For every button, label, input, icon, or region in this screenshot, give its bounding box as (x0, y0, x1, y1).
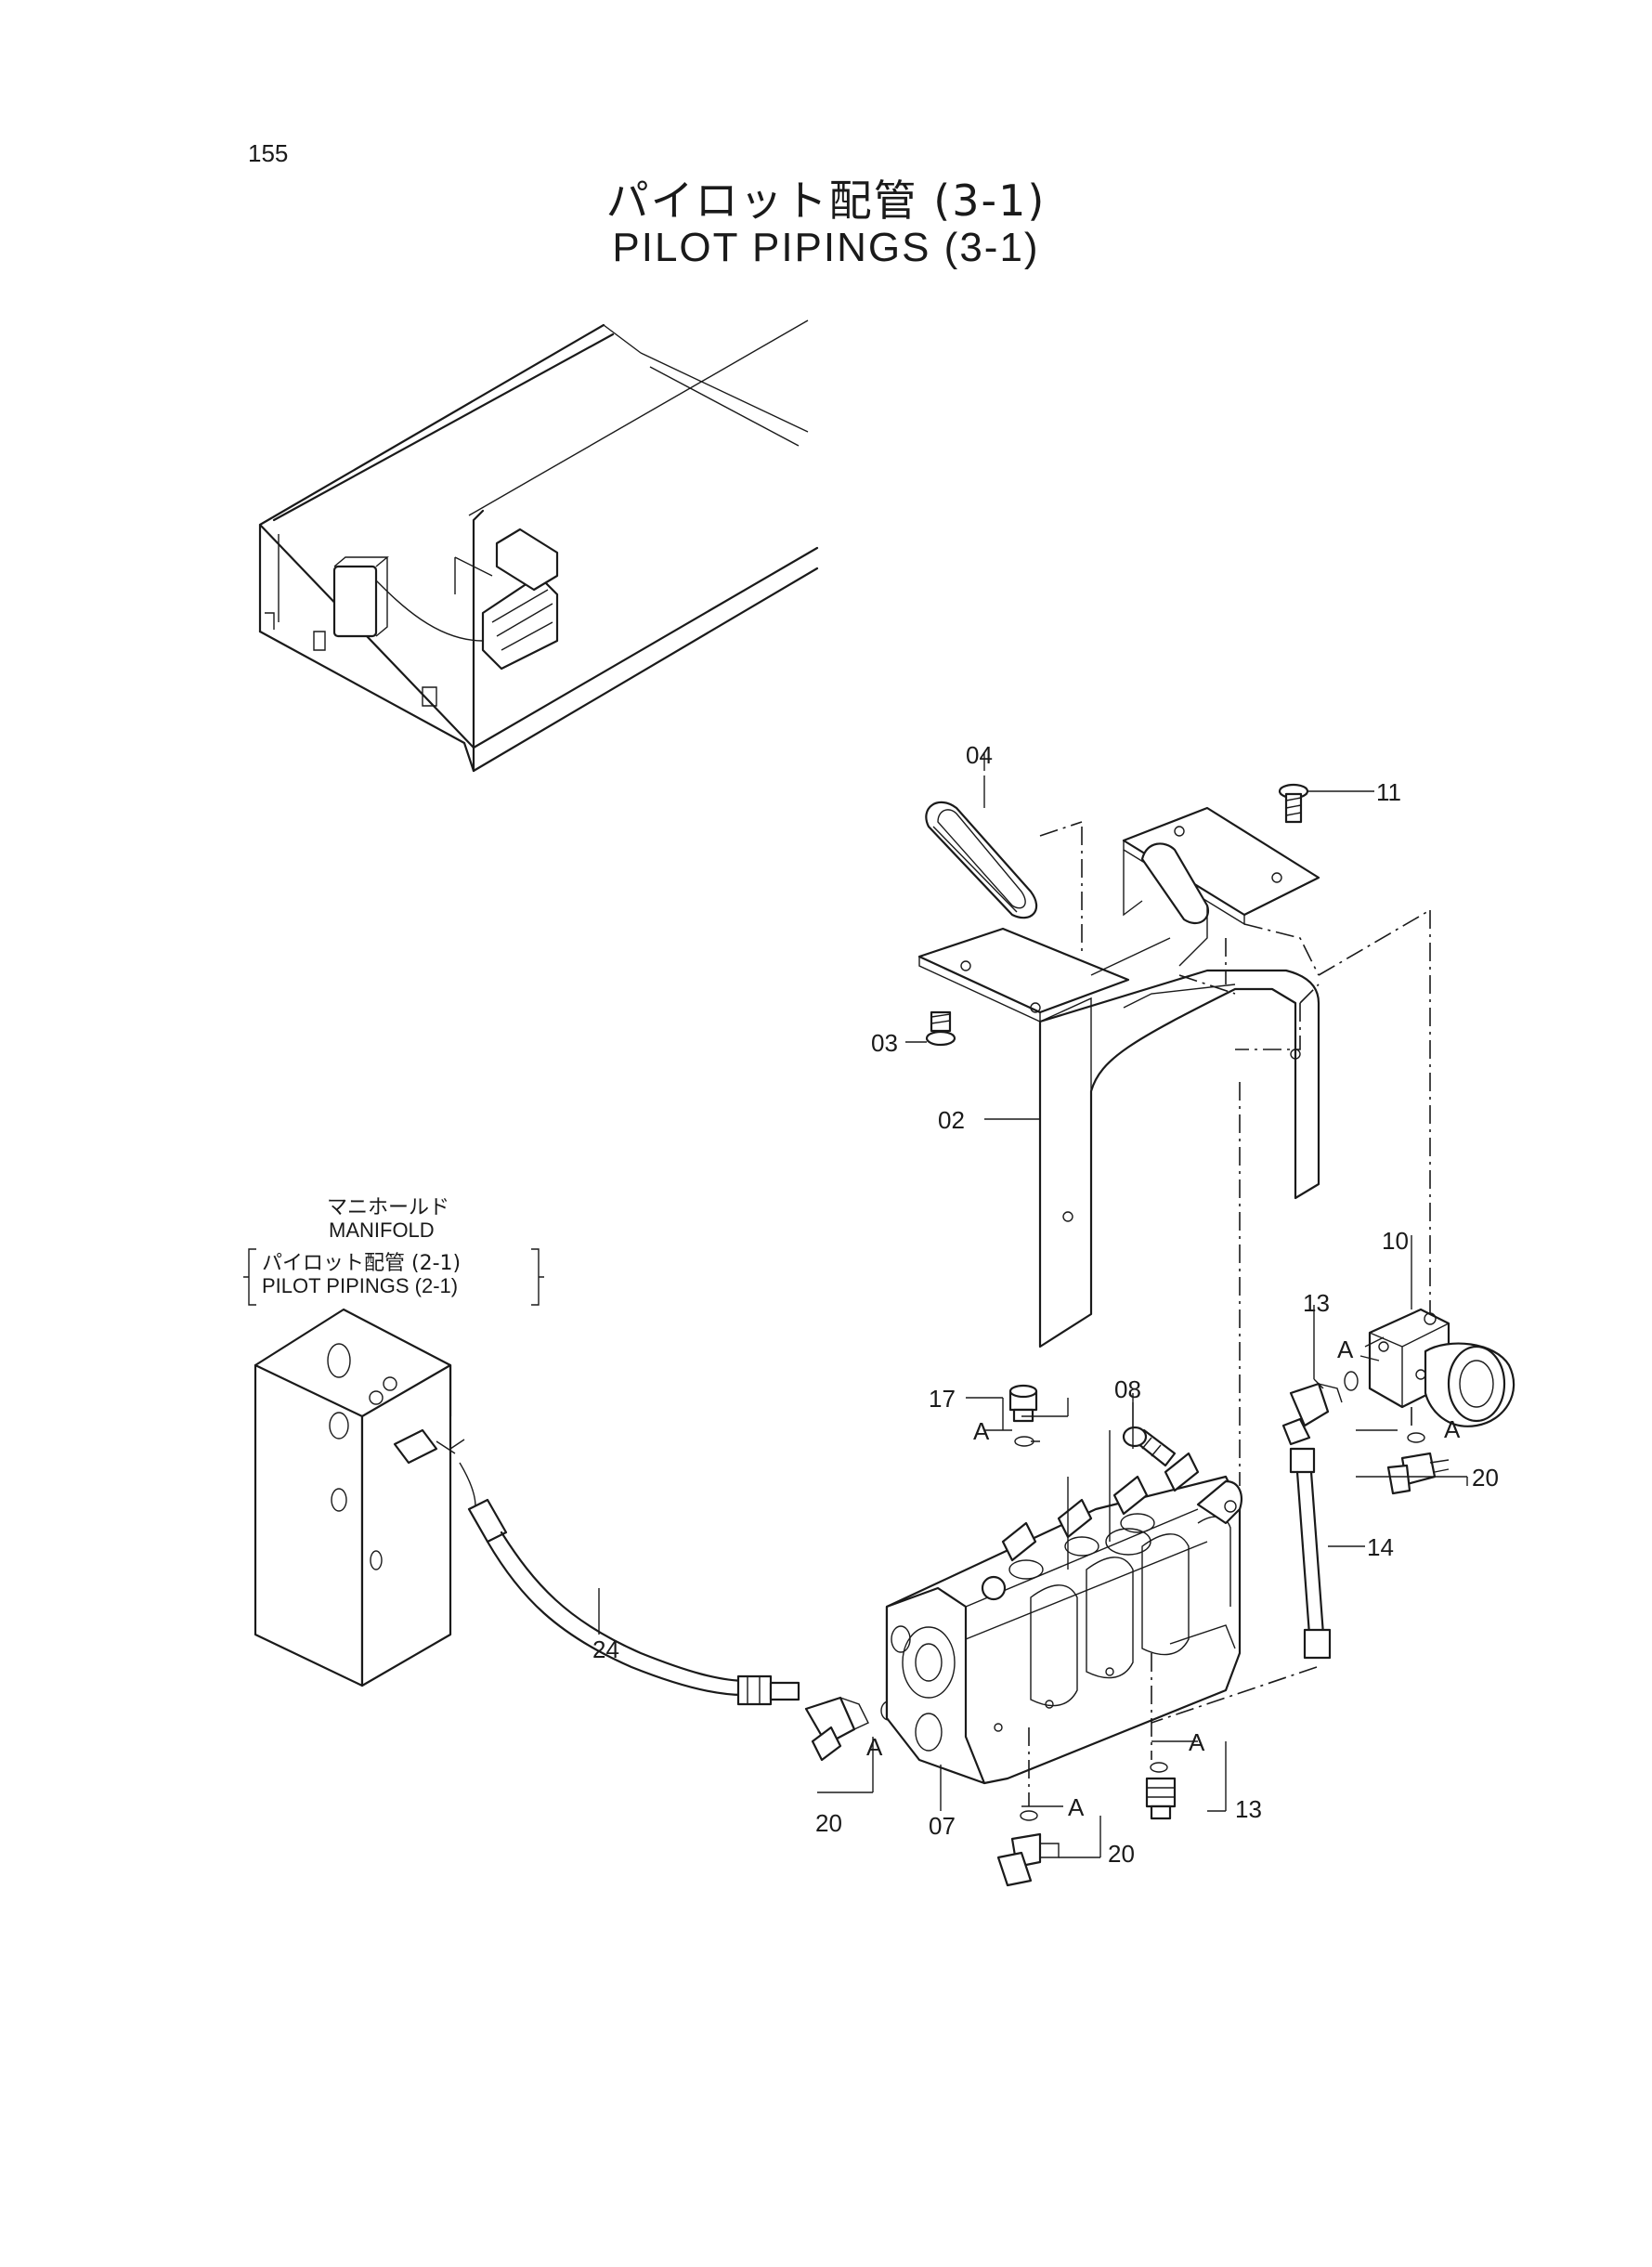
control-valve-part-07 (885, 1452, 1242, 1785)
callout-leaders (598, 752, 1468, 1858)
page-title-japanese: パイロット配管 (3-1) (605, 176, 1047, 226)
detail-mark-a-13-lower: A (1189, 1728, 1205, 1756)
manifold-block (254, 1308, 465, 1687)
bolt-part-08 (1122, 1402, 1177, 1467)
callout-02: 02 (938, 1106, 965, 1134)
solenoid-valve-part-10 (1359, 1235, 1515, 1427)
detail-mark-a-20-right: A (1444, 1415, 1461, 1443)
callout-24: 24 (592, 1635, 619, 1663)
detail-mark-a-13-upper: A (1337, 1335, 1354, 1363)
machine-overview-drawing (258, 319, 819, 773)
manifold-note-brackets (243, 1248, 544, 1306)
bolt-part-11 (1278, 783, 1374, 824)
elbow-fitting-part-20-lower (996, 1727, 1060, 1887)
detail-mark-a-20-left: A (866, 1733, 883, 1761)
callout-04: 04 (966, 741, 993, 769)
manifold-note-line4: PILOT PIPINGS (2-1) (262, 1274, 459, 1297)
elbow-fitting-part-20-right (1386, 1407, 1450, 1495)
hose-part-24 (459, 1462, 800, 1706)
callout-13-lower: 13 (1235, 1795, 1262, 1823)
page-number: 155 (248, 139, 289, 167)
bracket-assembly (917, 806, 1431, 1486)
callout-14: 14 (1367, 1533, 1394, 1561)
manifold-note-line2: MANIFOLD (329, 1218, 435, 1242)
callout-20-right: 20 (1472, 1464, 1499, 1492)
callout-20-left: 20 (815, 1809, 842, 1837)
callout-20-lower: 20 (1108, 1840, 1135, 1868)
page-title-english: PILOT PIPINGS (3-1) (612, 225, 1040, 270)
plug-part-17 (966, 1384, 1111, 1570)
callout-08: 08 (1114, 1375, 1141, 1403)
elbow-fitting-part-13-upper (1281, 1305, 1359, 1446)
callout-17: 17 (929, 1385, 956, 1413)
adapter-part-13-lower (1145, 1653, 1177, 1820)
hose-part-14 (1151, 1447, 1365, 1724)
callout-07: 07 (929, 1812, 956, 1840)
callout-11: 11 (1376, 778, 1401, 806)
detail-mark-a-20-lower: A (1068, 1793, 1085, 1821)
callout-10: 10 (1382, 1227, 1409, 1255)
grommet-part-04 (925, 775, 1038, 919)
detail-mark-a-17: A (973, 1417, 990, 1445)
manifold-note-line3: パイロット配管 (2-1) (262, 1252, 462, 1275)
manifold-note-line1: マニホールド (327, 1196, 450, 1219)
bolt-part-03 (905, 1010, 956, 1047)
callout-13-upper: 13 (1303, 1289, 1330, 1317)
callout-03: 03 (871, 1029, 898, 1057)
